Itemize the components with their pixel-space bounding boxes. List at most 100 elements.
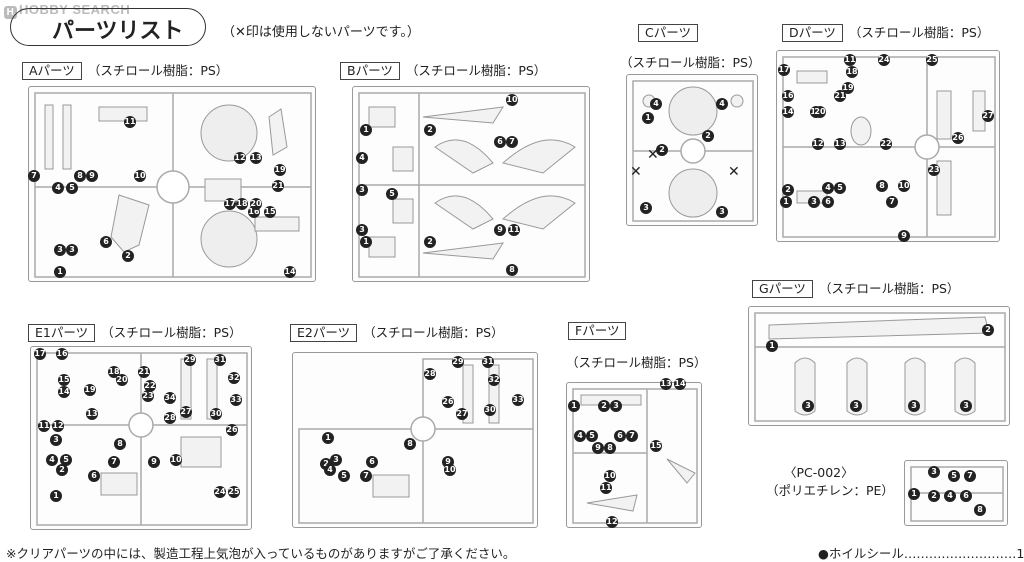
part-number-f: 1 xyxy=(568,400,580,412)
runner-e1-heading: E1パーツ（スチロール樹脂：PS） xyxy=(28,324,242,342)
part-number-e1: 10 xyxy=(170,454,182,466)
part-number-b: 6 xyxy=(494,136,506,148)
runner-d-heading: Dパーツ （スチロール樹脂：PS） xyxy=(782,24,989,42)
part-number-a: 20 xyxy=(250,198,262,210)
part-number-d: 8 xyxy=(876,180,888,192)
part-number-b: 9 xyxy=(494,224,506,236)
part-number-e2: 27 xyxy=(456,408,468,420)
part-number-b: 7 xyxy=(506,136,518,148)
part-number-e1: 3 xyxy=(50,434,62,446)
runner-c-drawing xyxy=(632,80,754,222)
part-number-d: 27 xyxy=(982,110,994,122)
part-number-e1: 30 xyxy=(210,408,222,420)
part-number-b: 4 xyxy=(356,152,368,164)
part-number-f: 14 xyxy=(674,378,686,390)
runner-f-material: （スチロール樹脂：PS） xyxy=(566,355,707,370)
part-number-e2: 3 xyxy=(330,454,342,466)
part-number-d: 7 xyxy=(886,196,898,208)
runner-e2-heading: E2パーツ（スチロール樹脂：PS） xyxy=(290,324,504,342)
part-number-e2: 29 xyxy=(452,356,464,368)
runner-a-material: （スチロール樹脂：PS） xyxy=(87,63,229,78)
part-number-g: 3 xyxy=(908,400,920,412)
part-number-e2: 5 xyxy=(338,470,350,482)
part-number-b: 1 xyxy=(360,124,372,136)
part-number-a: 14 xyxy=(284,266,296,278)
part-number-a: 6 xyxy=(100,236,112,248)
pc-material: （ポリエチレン：PE） xyxy=(766,483,894,498)
part-number-e1: 26 xyxy=(226,424,238,436)
runner-e1-label: E1パーツ xyxy=(28,324,96,342)
part-number-d: 24 xyxy=(878,54,890,66)
part-number-e1: 33 xyxy=(230,394,242,406)
part-number-g: 3 xyxy=(850,400,862,412)
part-number-a: 13 xyxy=(250,152,262,164)
runner-a-label: Aパーツ xyxy=(22,62,82,80)
part-number-a: 9 xyxy=(86,170,98,182)
runner-b xyxy=(352,86,590,282)
part-number-pc: 7 xyxy=(964,470,976,482)
part-number-a: 5 xyxy=(66,182,78,194)
part-number-e1: 19 xyxy=(84,384,96,396)
part-number-a: 2 xyxy=(122,250,134,262)
runner-d-label: Dパーツ xyxy=(782,24,843,42)
part-number-e1: 28 xyxy=(164,412,176,424)
part-number-e1: 9 xyxy=(148,456,160,468)
part-number-d: 13 xyxy=(834,138,846,150)
part-number-f: 8 xyxy=(604,442,616,454)
runner-d-material: （スチロール樹脂：PS） xyxy=(848,25,990,40)
unused-x-mark-icon: ✕ xyxy=(630,164,642,180)
runner-f-label: Fパーツ xyxy=(568,322,627,340)
part-number-pc: 2 xyxy=(928,490,940,502)
part-number-d: 26 xyxy=(952,132,964,144)
runner-g-drawing xyxy=(754,312,1006,422)
part-number-e1: 27 xyxy=(180,406,192,418)
part-number-e1: 16 xyxy=(56,348,68,360)
runner-c xyxy=(626,74,758,226)
part-number-e2: 31 xyxy=(482,356,494,368)
runner-b-label: Bパーツ xyxy=(340,62,400,80)
part-number-a: 11 xyxy=(124,116,136,128)
part-number-d: 20 xyxy=(814,106,826,118)
part-number-e2: 30 xyxy=(484,404,496,416)
part-number-f: 12 xyxy=(606,516,618,528)
part-number-e2: 28 xyxy=(424,368,436,380)
part-number-d: 5 xyxy=(834,182,846,194)
part-number-f: 4 xyxy=(574,430,586,442)
part-number-e1: 14 xyxy=(58,386,70,398)
part-number-pc: 4 xyxy=(944,490,956,502)
part-number-e1: 24 xyxy=(214,486,226,498)
part-number-d: 9 xyxy=(898,230,910,242)
part-number-d: 3 xyxy=(808,196,820,208)
part-number-d: 25 xyxy=(926,54,938,66)
runner-g-label: Gパーツ xyxy=(752,280,813,298)
part-number-f: 5 xyxy=(586,430,598,442)
part-number-f: 2 xyxy=(598,400,610,412)
part-number-e1: 29 xyxy=(184,354,196,366)
runner-g-material: （スチロール樹脂：PS） xyxy=(818,281,960,296)
part-number-d: 11 xyxy=(844,54,856,66)
part-number-f: 3 xyxy=(610,400,622,412)
part-number-a: 17 xyxy=(224,198,236,210)
part-number-d: 19 xyxy=(842,82,854,94)
runner-e2-label: E2パーツ xyxy=(290,324,358,342)
part-number-d: 2 xyxy=(782,184,794,196)
footer-note: ※クリアパーツの中には、製造工程上気泡が入っているものがありますがご了承ください… xyxy=(6,546,516,561)
part-number-e1: 25 xyxy=(228,486,240,498)
part-number-d: 22 xyxy=(880,138,892,150)
part-number-e1: 23 xyxy=(142,390,154,402)
part-number-e1: 20 xyxy=(116,374,128,386)
part-number-a: 18 xyxy=(236,198,248,210)
part-number-f: 10 xyxy=(604,470,616,482)
part-number-g: 3 xyxy=(802,400,814,412)
part-number-d: 16 xyxy=(782,90,794,102)
part-number-a: 19 xyxy=(274,164,286,176)
part-number-e1: 21 xyxy=(138,366,150,378)
runner-f xyxy=(566,382,702,528)
pc-label: 〈PC-002〉 xyxy=(784,465,854,480)
part-number-b: 8 xyxy=(506,264,518,276)
part-number-e2: 7 xyxy=(360,470,372,482)
part-number-d: 14 xyxy=(782,106,794,118)
part-number-f: 13 xyxy=(660,378,672,390)
part-number-a: 3 xyxy=(54,244,66,256)
part-number-a: 1 xyxy=(54,266,66,278)
